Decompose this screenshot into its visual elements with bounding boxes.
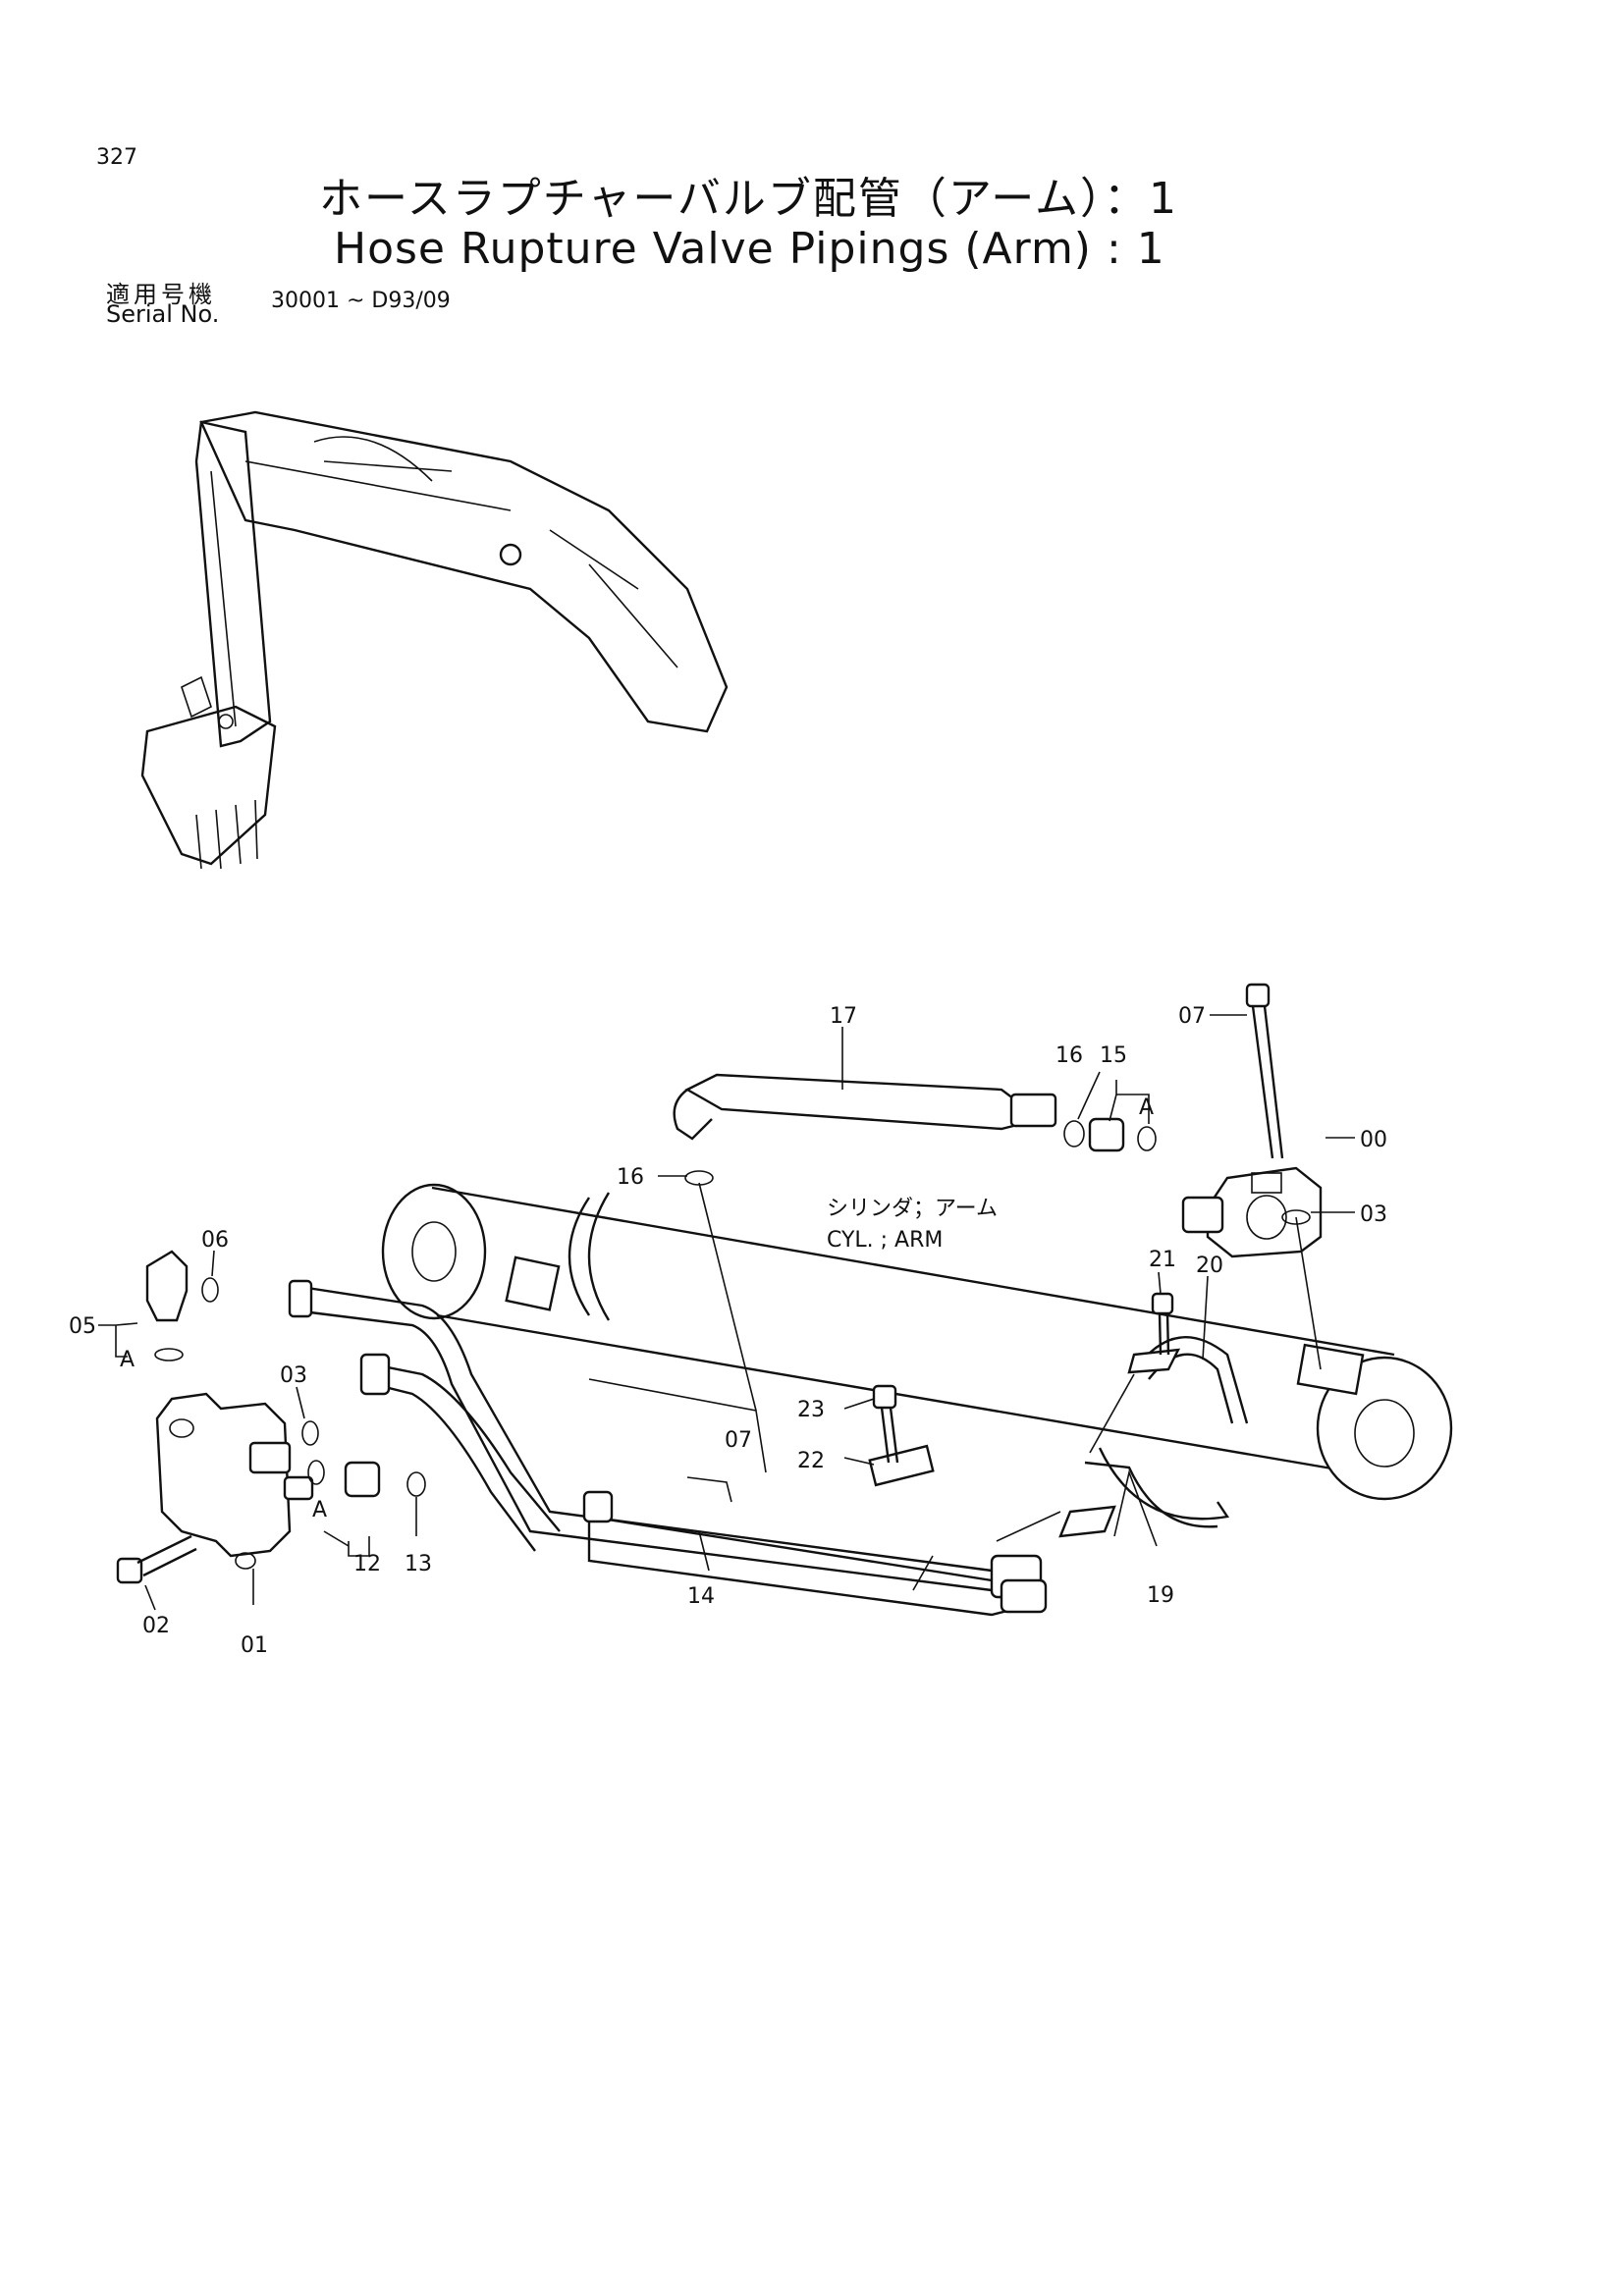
arm-cylinder — [381, 1183, 1453, 1501]
bolt-23-head — [872, 1384, 897, 1410]
page-number: 327 — [96, 145, 137, 170]
o-ring-15 — [1137, 1126, 1157, 1151]
part-label-19: 19 — [1147, 1583, 1174, 1608]
part-label-16-top: 16 — [1055, 1043, 1083, 1068]
hose-rupture-valve-01 — [155, 1392, 314, 1570]
o-ring-13 — [406, 1471, 426, 1497]
part-label-13: 13 — [405, 1552, 432, 1576]
part-number-labels: 17 07 16 15 A 00 03 16 06 05 A 03 A 12 1… — [69, 1004, 1387, 1658]
cylinder-bottom-port — [1296, 1343, 1365, 1396]
clamp-plate-22 — [868, 1444, 935, 1487]
elbow-05 — [145, 1250, 426, 1498]
clamps — [868, 1292, 1249, 1538]
part-label-00: 00 — [1360, 1128, 1387, 1152]
part-label-06: 06 — [201, 1228, 229, 1253]
part-label-12: 12 — [353, 1552, 381, 1576]
serial-label-japanese: 適用号機 — [106, 281, 216, 308]
hose-rupture-valve-00 — [1181, 1166, 1323, 1258]
page-title-japanese: ホースラプチャーバルブ配管（アーム）：1 — [319, 174, 1178, 224]
bolt-21-head — [1151, 1292, 1174, 1315]
bolt-07-top — [1245, 983, 1284, 1159]
leader-lines — [98, 1014, 1355, 1611]
serial-number-range: 30001 ~ D93/09 — [271, 289, 451, 313]
part-label-22: 22 — [797, 1449, 825, 1473]
part-label-15: 15 — [1100, 1043, 1127, 1068]
o-ring-03-right — [1281, 1209, 1311, 1225]
excavator-overview-sketch — [140, 410, 729, 870]
cylinder-label-japanese: シリンダ；アーム — [827, 1197, 998, 1221]
serial-label-english: Serial No. — [106, 300, 220, 328]
fittings-top — [684, 1117, 1311, 1225]
cylinder-port-block — [505, 1255, 561, 1311]
part-label-07-top: 07 — [1178, 1004, 1206, 1029]
page-title-english: Hose Rupture Valve Pipings (Arm) : 1 — [334, 224, 1165, 274]
o-ring-16-top — [1063, 1120, 1085, 1148]
part-label-05: 05 — [69, 1314, 96, 1339]
part-label-23: 23 — [797, 1398, 825, 1422]
part-label-07-mid: 07 — [725, 1428, 752, 1453]
part-label-03-left: 03 — [280, 1363, 307, 1388]
hose-17 — [673, 1073, 1057, 1141]
cylinder-rod-eye — [381, 1183, 487, 1320]
o-ring-06 — [201, 1277, 219, 1303]
bolt-02 — [116, 1534, 197, 1584]
cylinder-label-english: CYL. ; ARM — [827, 1228, 943, 1253]
part-label-20: 20 — [1196, 1254, 1223, 1278]
part-label-14: 14 — [687, 1584, 715, 1609]
o-ring-16-mid — [684, 1170, 714, 1186]
connector-15 — [1088, 1117, 1125, 1152]
part-label-01: 01 — [241, 1633, 268, 1658]
part-label-a-lower: A — [312, 1498, 327, 1522]
part-label-17: 17 — [830, 1004, 857, 1029]
pipes-lower — [288, 1279, 1048, 1617]
part-label-a-left: A — [120, 1348, 135, 1372]
part-label-03-right: 03 — [1360, 1202, 1387, 1227]
part-label-16-mid: 16 — [617, 1165, 644, 1190]
part-label-a-top: A — [1139, 1095, 1154, 1120]
o-ring-03-left — [301, 1420, 319, 1446]
part-label-21: 21 — [1149, 1248, 1176, 1272]
part-label-02: 02 — [142, 1614, 170, 1638]
connector-12 — [344, 1461, 381, 1498]
